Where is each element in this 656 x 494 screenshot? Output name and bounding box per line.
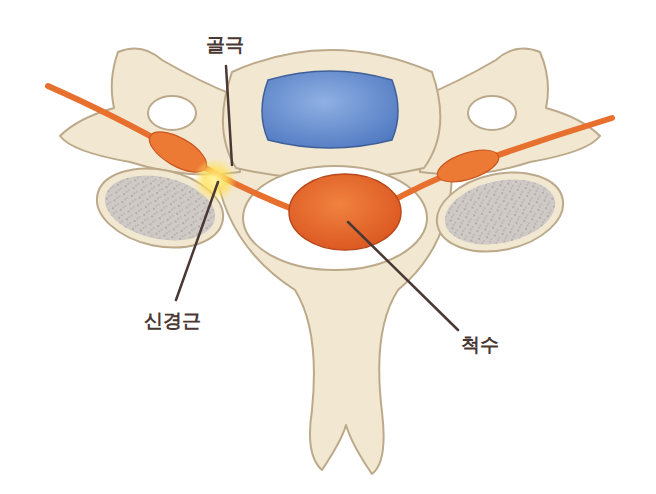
part-label: 척수 (461, 333, 499, 356)
part-label: 신경근 (144, 309, 201, 332)
part-label: 골극 (206, 33, 244, 56)
